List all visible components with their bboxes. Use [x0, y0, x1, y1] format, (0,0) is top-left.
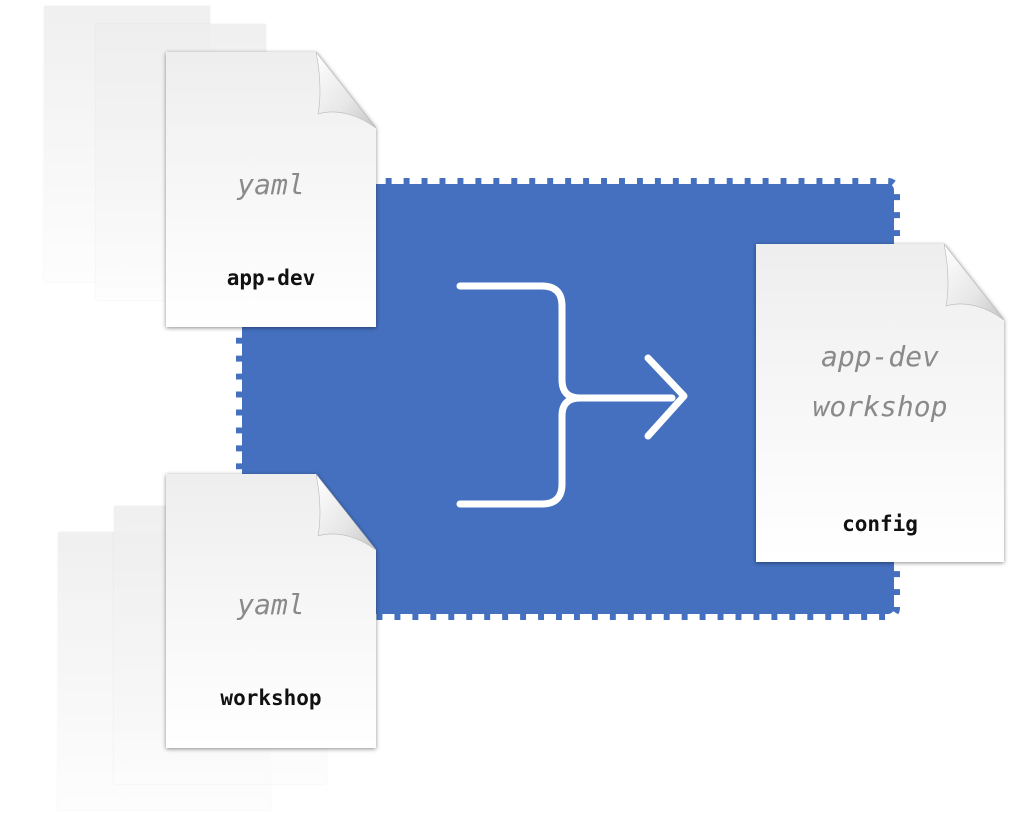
- output-document-config: app-dev workshop config: [756, 244, 1004, 562]
- document-name-label: app-dev: [226, 266, 316, 290]
- page-fold-icon: [944, 244, 1004, 320]
- page-fold-icon: [316, 52, 376, 128]
- document-name-label: config: [842, 512, 918, 536]
- document-type-label: yaml: [237, 588, 305, 621]
- document-type-label: yaml: [237, 168, 305, 201]
- input-document-workshop: yaml workshop: [166, 474, 376, 748]
- page-fold-icon: [316, 474, 376, 550]
- output-content-line: app-dev: [820, 340, 939, 373]
- output-content-line: workshop: [812, 390, 948, 423]
- document-name-label: workshop: [220, 686, 322, 710]
- merge-arrow-icon: [456, 282, 688, 508]
- input-document-app-dev: yaml app-dev: [166, 52, 376, 327]
